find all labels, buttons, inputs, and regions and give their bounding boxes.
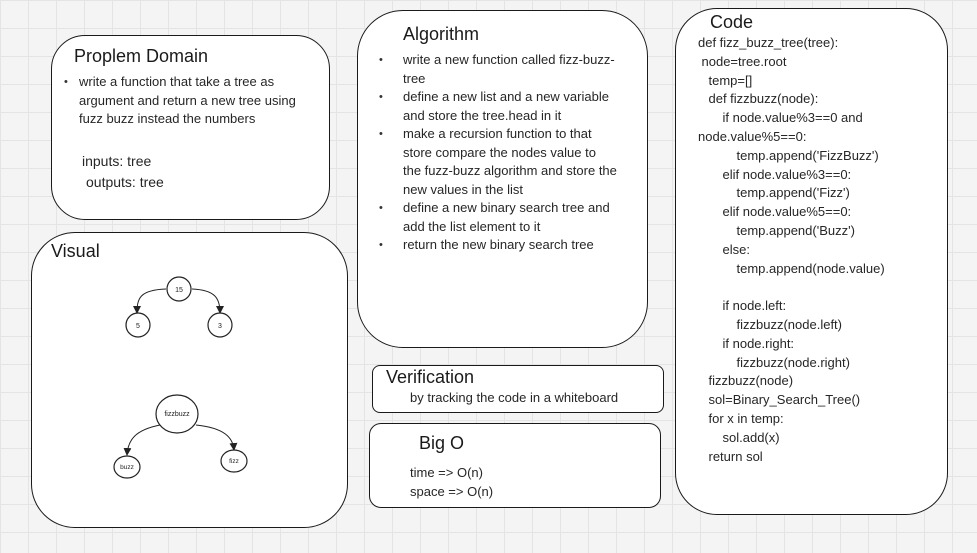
code-line: temp=[] — [708, 72, 753, 88]
tree1-right-label: 3 — [218, 323, 222, 330]
code-line: def fizzbuzz(node): — [708, 91, 819, 107]
code-line: node.value%5==0: — [698, 128, 807, 144]
tree2-right-node — [220, 449, 248, 473]
problem-domain-title: Proplem Domain — [74, 46, 209, 66]
code-line: temp.append('FizzBuzz') — [736, 147, 879, 163]
code-line: return sol — [708, 448, 763, 464]
code-line: elif node.value%5==0: — [722, 204, 852, 220]
tree1-edge-left — [133, 288, 167, 314]
code-line: for x in temp: — [708, 410, 784, 426]
verification-card — [372, 365, 664, 413]
code-line: temp.append(node.value) — [736, 260, 885, 276]
code-line: sol=Binary_Search_Tree() — [708, 392, 861, 408]
tree2-right-label: fizz — [229, 458, 239, 465]
tree1-left-label: 5 — [136, 323, 140, 330]
tree2-left-label: buzz — [120, 464, 134, 471]
code-line: if node.right: — [722, 335, 795, 351]
algorithm-step-1: write a new function called fizz-buzz-tr… — [379, 51, 617, 88]
tree2-root-node — [155, 394, 199, 434]
tree1-right-node — [207, 312, 233, 338]
verification-text: by tracking the code in a whiteboard — [410, 390, 619, 405]
big-o-time: time => O(n) — [410, 465, 483, 480]
code-line: fizzbuzz(node.left) — [736, 316, 843, 332]
tree1-left-node — [125, 312, 151, 338]
big-o-card — [369, 423, 661, 508]
algorithm-step-3: make a recursion function to that store … — [379, 125, 617, 199]
algorithm-step-2: define a new list and a new variable and… — [379, 88, 617, 125]
tree1-edge-right — [191, 288, 224, 314]
problem-domain-outputs: outputs: tree — [86, 174, 164, 190]
problem-domain-bullet: write a function that take a tree as arg… — [64, 73, 320, 129]
tree2-edge-left — [123, 424, 161, 456]
tree2-root-label: fizzbuzz — [164, 411, 190, 418]
tree2-left-node — [113, 455, 141, 479]
algorithm-title: Algorithm — [403, 24, 480, 44]
code-line: fizzbuzz(node.right) — [736, 354, 850, 370]
visual-card — [31, 232, 348, 528]
code-title: Code — [710, 12, 754, 32]
verification-title: Verification — [386, 367, 475, 387]
visual-title: Visual — [51, 241, 100, 261]
code-line: if node.value%3==0 and — [722, 110, 863, 126]
code-line: temp.append('Fizz') — [736, 185, 850, 201]
algorithm-list: write a new function called fizz-buzz-tr… — [379, 51, 617, 255]
code-card — [675, 8, 948, 515]
big-o-title: Big O — [419, 433, 465, 453]
code-line: temp.append('Buzz') — [736, 222, 855, 238]
code-line — [698, 278, 885, 297]
code-line: else: — [722, 241, 750, 257]
code-line: sol.add(x) — [722, 429, 780, 445]
algorithm-step-5: return the new binary search tree — [379, 236, 617, 255]
tree1-root-label: 15 — [175, 287, 183, 294]
code-line: fizzbuzz(node) — [708, 373, 794, 389]
problem-domain-inputs: inputs: tree — [82, 153, 152, 169]
tree2-edge-right — [195, 424, 238, 451]
code-line: elif node.value%3==0: — [722, 166, 852, 182]
code-line: node=tree.root — [701, 53, 787, 69]
code-line: def fizz_buzz_tree(tree): — [698, 35, 839, 50]
tree1-root-node — [166, 276, 192, 302]
problem-domain-text: write a function that take a tree as arg… — [64, 73, 320, 129]
big-o-space: space => O(n) — [410, 484, 494, 499]
code-line: if node.left: — [722, 298, 787, 314]
code-block: def fizz_buzz_tree(tree): node=tree.root… — [698, 34, 885, 466]
algorithm-step-4: define a new binary search tree and add … — [379, 199, 617, 236]
